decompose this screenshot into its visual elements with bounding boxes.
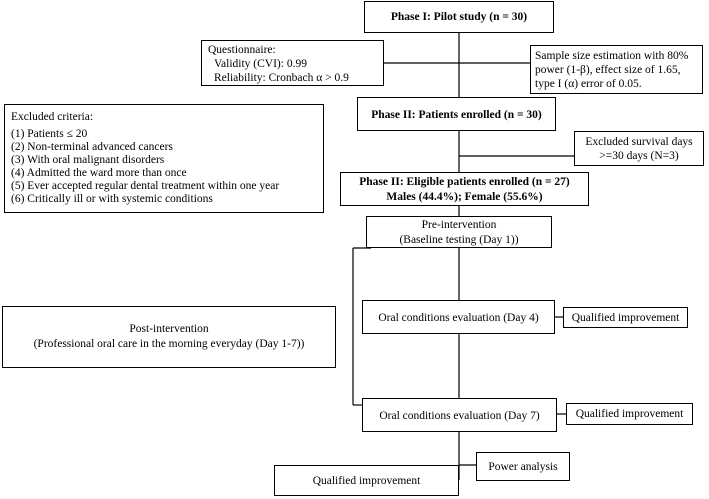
phase1-title: Phase I: Pilot study (n = 30): [390, 11, 528, 23]
qualified-day4-label: Qualified improvement: [571, 312, 680, 324]
questionnaire-heading: Questionnaire:: [208, 44, 276, 56]
excluded-criteria-item: (3) With oral malignant disorders: [11, 154, 165, 166]
phase2-eligible-line1: Phase II: Eligible patients enrolled (n …: [359, 176, 570, 188]
phase2-enrolled-title: Phase II: Patients enrolled (n = 30): [371, 109, 542, 121]
excluded-criteria-item: (5) Ever accepted regular dental treatme…: [11, 180, 280, 192]
excluded-criteria-heading: Excluded criteria:: [11, 111, 94, 123]
post-intervention-line1: Post-intervention: [129, 323, 209, 335]
post-intervention-box: Post-intervention (Professional oral car…: [2, 306, 336, 368]
excluded-criteria-item: (2) Non-terminal advanced cancers: [11, 141, 173, 153]
eval-day4-box: Oral conditions evaluation (Day 4): [362, 300, 555, 334]
pre-intervention-line1: Pre-intervention: [421, 219, 497, 231]
sample-size-line1: Sample size estimation with 80%: [535, 50, 689, 62]
excluded-survival-box: Excluded survival days >=30 days (N=3): [574, 131, 704, 166]
questionnaire-validity: Validity (CVI): 0.99: [214, 58, 307, 70]
excluded-criteria-item: (6) Critically ill or with systemic cond…: [11, 193, 213, 205]
phase2-enrolled-box: Phase II: Patients enrolled (n = 30): [357, 97, 556, 131]
power-analysis-label: Power analysis: [488, 461, 558, 473]
questionnaire-reliability: Reliability: Cronbach α > 0.9: [214, 72, 349, 84]
qualified-final-label: Qualified improvement: [312, 475, 421, 487]
qualified-day4-box: Qualified improvement: [563, 307, 688, 328]
qualified-final-box: Qualified improvement: [274, 465, 459, 496]
phase2-eligible-box: Phase II: Eligible patients enrolled (n …: [340, 172, 589, 206]
sample-size-line2: power (1-β), effect size of 1.65,: [535, 64, 681, 76]
sample-size-line3: type I (α) error of 0.05.: [535, 78, 642, 90]
pre-intervention-line2: (Baseline testing (Day 1)): [399, 234, 519, 246]
pre-intervention-box: Pre-intervention (Baseline testing (Day …: [366, 216, 552, 248]
excluded-criteria-item: (1) Patients ≤ 20: [11, 128, 88, 140]
eval-day7-box: Oral conditions evaluation (Day 7): [362, 398, 557, 432]
qualified-day7-box: Qualified improvement: [566, 403, 693, 425]
power-analysis-box: Power analysis: [476, 452, 570, 481]
questionnaire-box: Questionnaire: Validity (CVI): 0.99 Reli…: [201, 40, 384, 86]
qualified-day7-label: Qualified improvement: [575, 408, 684, 420]
sample-size-box: Sample size estimation with 80% power (1…: [530, 45, 703, 94]
excluded-survival-line2: >=30 days (N=3): [599, 150, 679, 162]
post-intervention-line2: (Professional oral care in the morning e…: [33, 338, 305, 350]
eval-day7-label: Oral conditions evaluation (Day 7): [379, 410, 540, 422]
excluded-criteria-box: Excluded criteria: (1) Patients ≤ 20 (2)…: [4, 104, 324, 213]
excluded-criteria-item: (4) Admitted the ward more than once: [11, 167, 187, 179]
excluded-survival-line1: Excluded survival days: [585, 136, 693, 148]
phase2-eligible-line2: Males (44.4%); Female (55.6%): [386, 191, 543, 203]
phase1-box: Phase I: Pilot study (n = 30): [364, 1, 554, 33]
eval-day4-label: Oral conditions evaluation (Day 4): [378, 312, 539, 324]
